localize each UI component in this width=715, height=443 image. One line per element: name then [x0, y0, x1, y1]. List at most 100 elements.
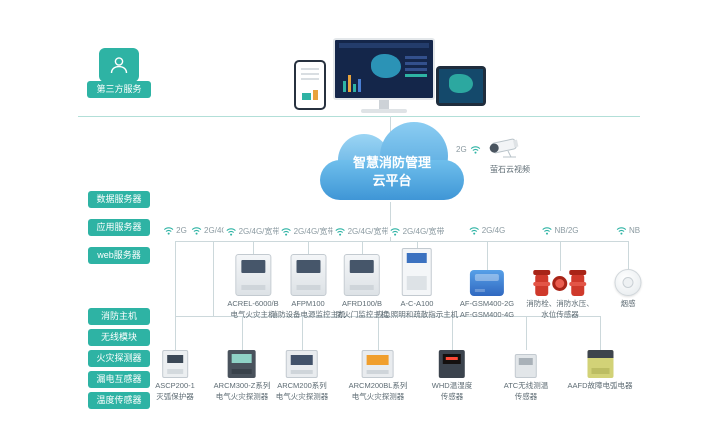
fire-detector-icon [228, 350, 256, 378]
label-web-server: web服务器 [88, 247, 150, 264]
cloud-title: 智慧消防管理 云平台 [320, 144, 464, 200]
label-fire-host: 消防主机 [88, 308, 150, 325]
humidity-sensor-icon [438, 350, 465, 378]
device-aafd: AAFD故障电弧电器 [567, 346, 633, 392]
device-model: A-C-A100 [400, 299, 434, 308]
connector-line [452, 316, 453, 350]
network-tag-label: NB/2G [554, 226, 579, 235]
connector-line [308, 241, 309, 255]
emergency-lighting-host-icon [402, 248, 432, 296]
connector-line [362, 241, 363, 255]
device-whd: WHD温湿度传感器 [432, 346, 472, 403]
device-desc: 传感器 [440, 391, 464, 401]
network-tag: 2G/4G/NB [189, 226, 243, 235]
label-data-server: 数据服务器 [88, 191, 150, 208]
device-desc: 水位传感器 [541, 309, 579, 319]
device-desc: 电气火灾主机 [230, 309, 276, 319]
connector-line [78, 116, 640, 117]
pressure-gauge-icon [552, 275, 568, 291]
device-desc: 防火门监控主机 [335, 309, 389, 319]
device-model: 消防栓、消防水压、 [526, 299, 594, 308]
wireless-temp-sensor-icon [514, 354, 537, 378]
network-tag: 2G/4G/宽带 [223, 226, 283, 237]
device-model: AFRD100/B [341, 299, 383, 308]
device-desc: 灭弧保护器 [156, 391, 194, 401]
wifi-icon [163, 227, 174, 235]
hydrant-sensors-icon [533, 270, 587, 296]
network-tag: 2G/4G/宽带 [387, 226, 447, 237]
device-model: ASCP200-1 [155, 381, 195, 390]
camera-caption: 萤石云视频 [490, 165, 530, 174]
fire-host-cabinet-icon [235, 254, 271, 296]
network-tag-label: 2G/4G [481, 226, 506, 235]
hydrant-icon [533, 270, 551, 296]
connector-line [560, 241, 561, 271]
connector-line [487, 241, 488, 270]
connector-line [526, 316, 527, 350]
smoke-detector-icon [614, 269, 642, 296]
cloud-camera-group: 2G [456, 136, 524, 162]
connector-line [175, 316, 176, 350]
device-smoke-detector: 烟感 [614, 250, 642, 310]
network-tag: NB [613, 226, 643, 235]
device-model: AF-GSM400-2G [459, 299, 515, 308]
connector-line [417, 241, 418, 249]
tablet [436, 66, 486, 106]
power-monitor-cabinet-icon [290, 254, 326, 296]
third-party-service-icon [99, 48, 139, 82]
network-tag-label: 2G/4G/NB [204, 226, 241, 235]
wifi-icon [470, 145, 480, 154]
network-tag: NB/2G [539, 226, 581, 235]
monitor-base [361, 109, 407, 113]
label-leakage-ct: 漏电互感器 [88, 371, 150, 388]
wifi-icon [226, 228, 236, 236]
arc-fault-detector-icon [586, 350, 613, 378]
device-model: ACREL-6000/B [227, 299, 279, 308]
desktop-monitor [333, 38, 435, 113]
wifi-icon [281, 228, 291, 236]
camera-network-label: 2G [456, 144, 467, 154]
label-fire-detector: 火灾探测器 [88, 350, 150, 367]
device-model: ARCM200BL系列 [348, 381, 408, 390]
device-desc: 电气火灾探测器 [215, 391, 269, 401]
device-hydrant-sensors: 消防栓、消防水压、水位传感器 [526, 250, 594, 321]
device-desc: 传感器 [514, 391, 538, 401]
network-tag: 2G/4G/宽带 [278, 226, 338, 237]
device-desc: 消防设备电源监控主机 [270, 309, 346, 319]
fire-detector-icon [286, 350, 318, 378]
device-desc: 电气火灾探测器 [351, 391, 405, 401]
smartphone [294, 60, 326, 110]
network-tag: 2G/4G [466, 226, 508, 235]
connector-line [628, 241, 629, 270]
wifi-icon [542, 227, 552, 235]
wifi-icon [469, 227, 479, 235]
network-tag-label: 2G/4G/宽带 [293, 227, 336, 236]
camera-icon [489, 138, 519, 158]
gsm-gateway-icon [470, 270, 504, 296]
device-model: ATC无线测温 [503, 381, 549, 390]
label-third-party-service: 第三方服务 [87, 81, 151, 98]
monitor-stand [379, 100, 389, 109]
connector-line [390, 202, 391, 241]
connector-line [378, 316, 379, 350]
phone-screen [299, 65, 321, 102]
connector-line [302, 316, 303, 350]
person-icon [110, 57, 128, 74]
device-arcm300z: ARCM300-Z系列电气火灾探测器 [214, 346, 270, 403]
device-atc: ATC无线测温传感器 [504, 346, 548, 403]
label-temp-sensor: 温度传感器 [88, 392, 150, 409]
connector-line [175, 241, 176, 316]
network-tag-label: 2G/4G/宽带 [347, 227, 390, 236]
cloud-platform: 智慧消防管理 云平台 [320, 122, 464, 200]
device-model: AFPM100 [291, 299, 325, 308]
device-model: WHD温湿度 [431, 381, 473, 390]
network-tag-label: NB [628, 226, 641, 235]
label-app-server: 应用服务器 [88, 219, 150, 236]
